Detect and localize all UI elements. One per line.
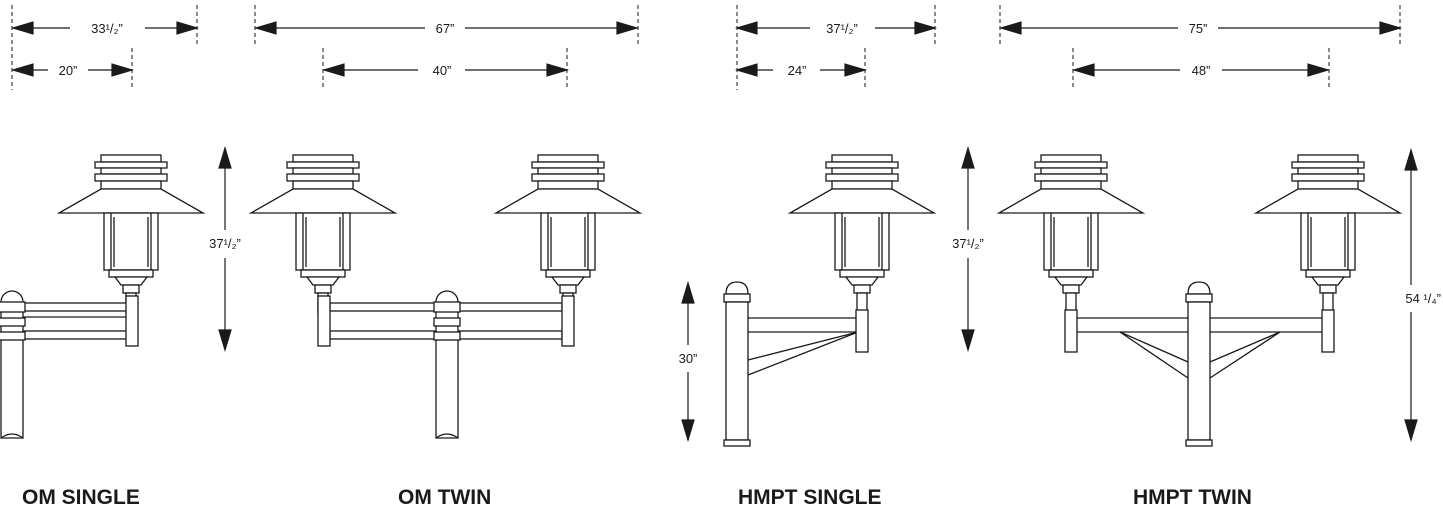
om-single-fixture [0,154,204,439]
om-twin-reach-label: 40” [433,63,452,78]
om-single-width-label: 33¹/₂” [91,21,123,36]
om-single-reach-label: 20” [59,63,78,78]
hmpt-single-title: HMPT SINGLE [738,486,882,508]
hmpt-twin-width-label: 75” [1189,21,1208,36]
om-twin-width-label: 67” [436,21,455,36]
om-twin-title: OM TWIN [398,486,491,508]
hmpt-twin-reach-label: 48” [1192,63,1211,78]
hmpt-single-reach-label: 24” [788,63,807,78]
hmpt-lamp-height-label: 37¹/₂” [952,236,984,251]
dimension-lines [10,5,1418,443]
lamp-height-label: 37¹/₂” [209,236,241,251]
hmpt-single-width-label: 37¹/₂” [826,21,858,36]
hmpt-twin-fixture [998,154,1401,447]
hmpt-single-fixture [723,154,935,447]
hmpt-twin-title: HMPT TWIN [1133,486,1252,508]
overall-height-label: 54 ¹/₄” [1405,291,1441,306]
om-single-title: OM SINGLE [22,486,140,508]
om-twin-fixture [250,154,641,439]
arm-height-label: 30” [679,351,698,366]
